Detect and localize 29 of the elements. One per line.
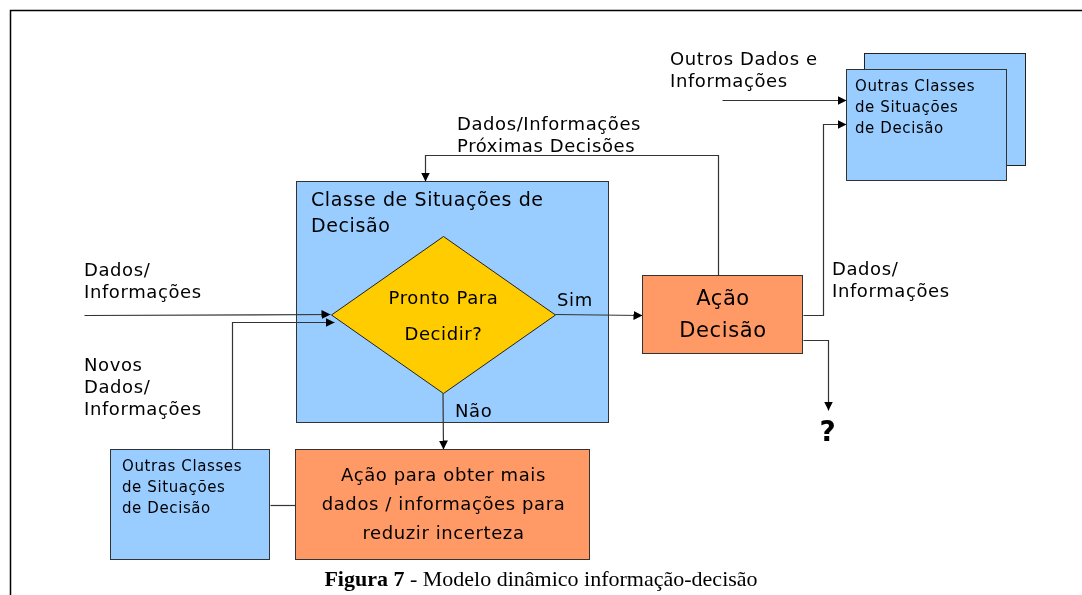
figure-caption: Figura 7 - Modelo dinâmico informação-decisão <box>323 566 759 592</box>
connector-line <box>269 504 297 507</box>
edge-label: Novos Dados/ Informações <box>84 354 203 420</box>
class-box <box>110 449 270 560</box>
arrow <box>802 120 848 317</box>
class-box <box>846 69 1007 181</box>
decision-text: Pronto Para Decidir? <box>387 286 500 346</box>
arrow <box>438 392 448 451</box>
edge-label: Outros Dados e Informações <box>670 48 819 92</box>
arrow <box>802 339 833 412</box>
edge-label: Não <box>455 400 494 422</box>
arrow <box>231 318 336 451</box>
action-box <box>642 275 803 354</box>
arrow <box>554 310 644 320</box>
box-text: Ação Decisão <box>678 285 768 344</box>
arrow <box>421 154 720 277</box>
class-box <box>296 181 609 423</box>
box-text: Outras Classes de Situações de Decisão <box>855 76 977 139</box>
box-text: Outras Classes de Situações de Decisão <box>122 456 244 519</box>
box-text: Classe de Situações de Decisão <box>311 187 545 238</box>
edge-label: Dados/ Informações <box>84 259 203 303</box>
arrow <box>83 310 332 320</box>
edge-label: Dados/ Informações <box>832 258 951 302</box>
action-box <box>295 449 590 560</box>
arrow <box>721 96 848 105</box>
box-text: Ação para obter mais dados / informações para reduzir incerteza <box>320 463 567 545</box>
edge-label: Sim <box>557 289 594 311</box>
question-mark: ? <box>818 416 838 448</box>
edge-label: Dados/Informações Próximas Decisões <box>457 113 643 157</box>
